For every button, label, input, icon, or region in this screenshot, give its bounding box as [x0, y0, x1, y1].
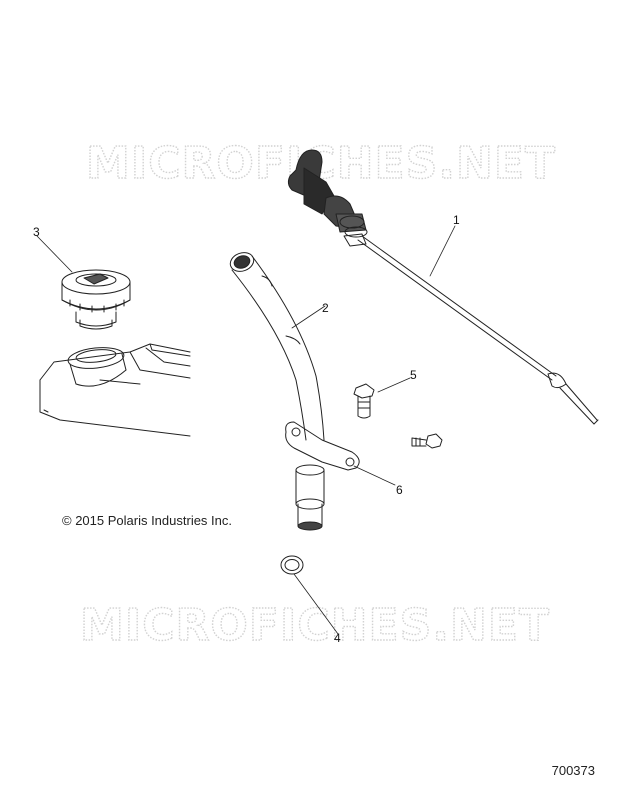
dipstick-tube-part [229, 252, 360, 531]
callout-5: 5 [410, 368, 417, 382]
callout-6: 6 [396, 483, 403, 497]
copyright-notice: © 2015 Polaris Industries Inc. [62, 513, 232, 528]
valve-cover-fragment [39, 343, 191, 437]
leader-lines [36, 225, 456, 635]
callout-3: 3 [33, 225, 40, 239]
callout-4: 4 [334, 631, 341, 645]
dipstick-part [287, 149, 599, 425]
bolt-parts [353, 383, 443, 449]
o-ring-part [280, 555, 304, 575]
watermark-bottom: MICROFICHES.NET [80, 600, 550, 651]
callout-1: 1 [453, 213, 460, 227]
oil-cap-part [61, 269, 131, 330]
drawing-number: 700373 [551, 763, 595, 778]
callout-2: 2 [322, 301, 329, 315]
